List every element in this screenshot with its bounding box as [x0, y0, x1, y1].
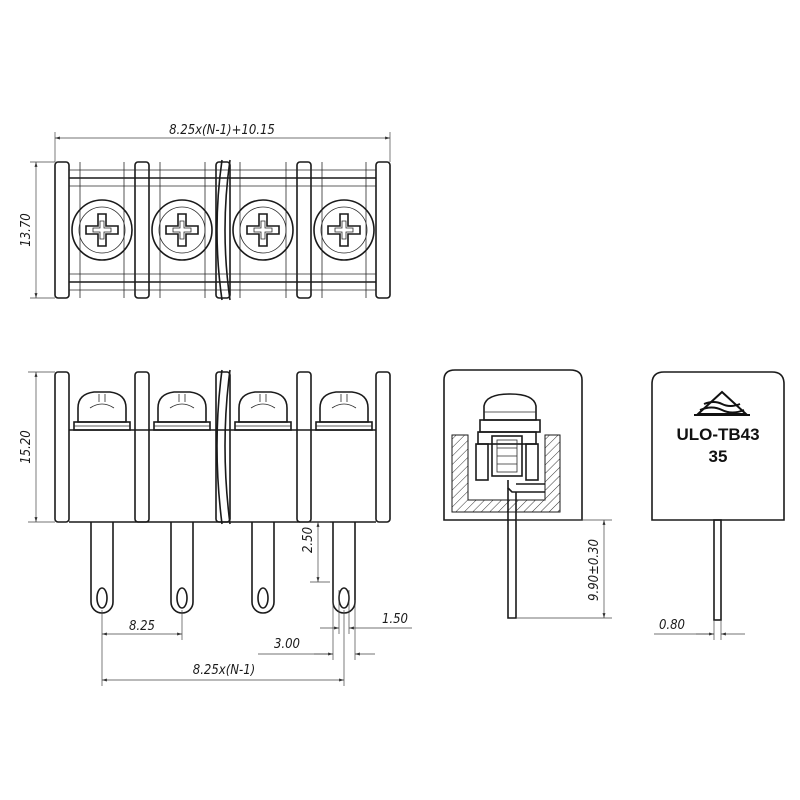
total-length-label: 8.25x(N-1)+10.15 [169, 123, 275, 138]
height-label: 15.20 [19, 430, 34, 463]
screw-top-3-icon [232, 199, 294, 261]
pin-2 [170, 521, 194, 614]
pin-3 [251, 521, 275, 614]
pitch-label: 8.25 [129, 619, 155, 634]
top-view: 8.25x(N-1)+10.15 13.70 [19, 123, 391, 301]
front-view: 15.20 2.50 8.25 8.25x [19, 369, 412, 686]
screw-head-2-icon [153, 391, 211, 431]
pin-thickness-label: 0.80 [659, 618, 685, 633]
width-label: 13.70 [19, 213, 34, 246]
pin-1 [90, 521, 114, 614]
screw-top-4-icon [313, 199, 375, 261]
triangle-wave-logo-icon [694, 390, 750, 416]
screw-head-4-icon [315, 391, 373, 431]
model-label: ULO-TB43 [676, 425, 759, 444]
pin-width-label: 3.00 [274, 637, 300, 652]
pin-length-label: 9.90±0.30 [587, 539, 602, 601]
label-view: ULO-TB43 35 0.80 [651, 371, 785, 640]
section-view: 9.90±0.30 [443, 369, 612, 619]
pin-above-label: 2.50 [301, 527, 316, 553]
pin-4 [332, 521, 356, 614]
pin-hole-label: 1.50 [382, 612, 408, 627]
screw-top-2-icon [151, 199, 213, 261]
screw-top-1-icon [71, 199, 133, 261]
code-label: 35 [709, 447, 728, 466]
screw-head-3-icon [234, 391, 292, 431]
pin-span-label: 8.25x(N-1) [193, 663, 256, 678]
screw-head-1-icon [73, 391, 131, 431]
